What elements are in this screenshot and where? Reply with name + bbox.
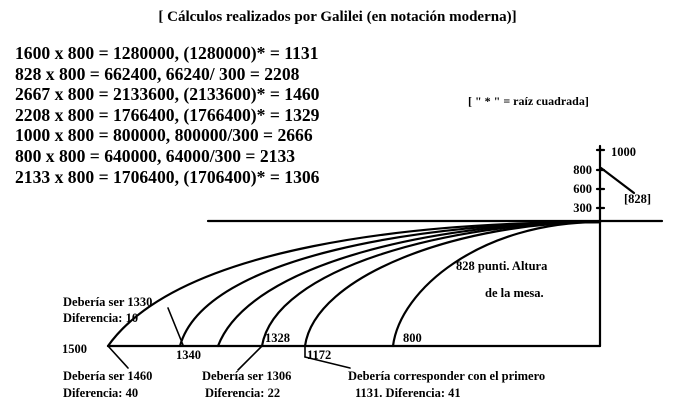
trajectory-1328-b xyxy=(260,220,602,348)
calc-line-4: 2208 x 800 = 1766400, (1766400)* = 1329 xyxy=(15,104,320,125)
calc-line-3: 2667 x 800 = 2133600, (2133600)* = 1460 xyxy=(15,84,320,105)
floor-mark-800: 800 xyxy=(403,331,422,345)
table-height-label-line2: de la mesa. xyxy=(485,286,544,300)
table-height-label-line1: 828 punti. Altura xyxy=(456,259,548,273)
trajectory-1328-a xyxy=(216,220,602,348)
bracket-pointer-line xyxy=(599,166,636,195)
floor-mark-1172: 1172 xyxy=(307,348,332,362)
scale-label-800: 800 xyxy=(573,163,592,177)
calc-line-1: 1600 x 800 = 1280000, (1280000)* = 1131 xyxy=(15,43,319,63)
floor-mark-1340: 1340 xyxy=(176,348,201,362)
scale-label-600: 600 xyxy=(573,182,592,196)
calc-line-2: 828 x 800 = 662400, 66240/ 300 = 2208 xyxy=(15,63,300,84)
annotation-1330-line1: Debería ser 1330 xyxy=(63,295,153,309)
trajectory-1172 xyxy=(303,220,602,348)
scale-label-300: 300 xyxy=(573,201,592,215)
trajectory-1340 xyxy=(178,220,602,348)
leader-1131 xyxy=(304,356,351,369)
calc-line-6: 800 x 800 = 640000, 64000/300 = 2133 xyxy=(15,145,296,166)
annotation-1330-line2: Diferencia: 10 xyxy=(63,311,139,325)
figure-title: [ Cálculos realizados por Galilei (en no… xyxy=(158,9,517,25)
annotation-1131-line1: Debería corresponder con el primero xyxy=(348,369,546,383)
floor-mark-1500: 1500 xyxy=(62,342,87,356)
leader-1306-a xyxy=(237,345,263,371)
floor-mark-1328: 1328 xyxy=(265,331,290,345)
leader-1330 xyxy=(167,307,184,346)
calc-line-7: 2133 x 800 = 1706400, (1706400)* = 1306 xyxy=(15,166,320,187)
annotation-1306-line1: Debería ser 1306 xyxy=(202,369,292,383)
annotation-1460-line1: Debería ser 1460 xyxy=(63,369,153,383)
leader-1460 xyxy=(107,345,129,369)
annotation-1306-line2: Diferencia: 22 xyxy=(205,386,281,400)
annotation-1131-line2: 1131. Diferencia: 41 xyxy=(355,386,461,400)
annotation-1460-line2: Diferencia: 40 xyxy=(63,386,139,400)
trajectory-800 xyxy=(391,220,602,348)
scale-label-top: 1000 xyxy=(611,145,636,159)
calc-line-5: 1000 x 800 = 800000, 800000/300 = 2666 xyxy=(15,125,313,146)
scale-bracket-label: [828] xyxy=(624,192,652,206)
square-root-note: [ " * " = raíz cuadrada] xyxy=(468,94,589,108)
calculations-list: 1600 x 800 = 1280000, (1280000)* = 1131 … xyxy=(15,43,319,187)
